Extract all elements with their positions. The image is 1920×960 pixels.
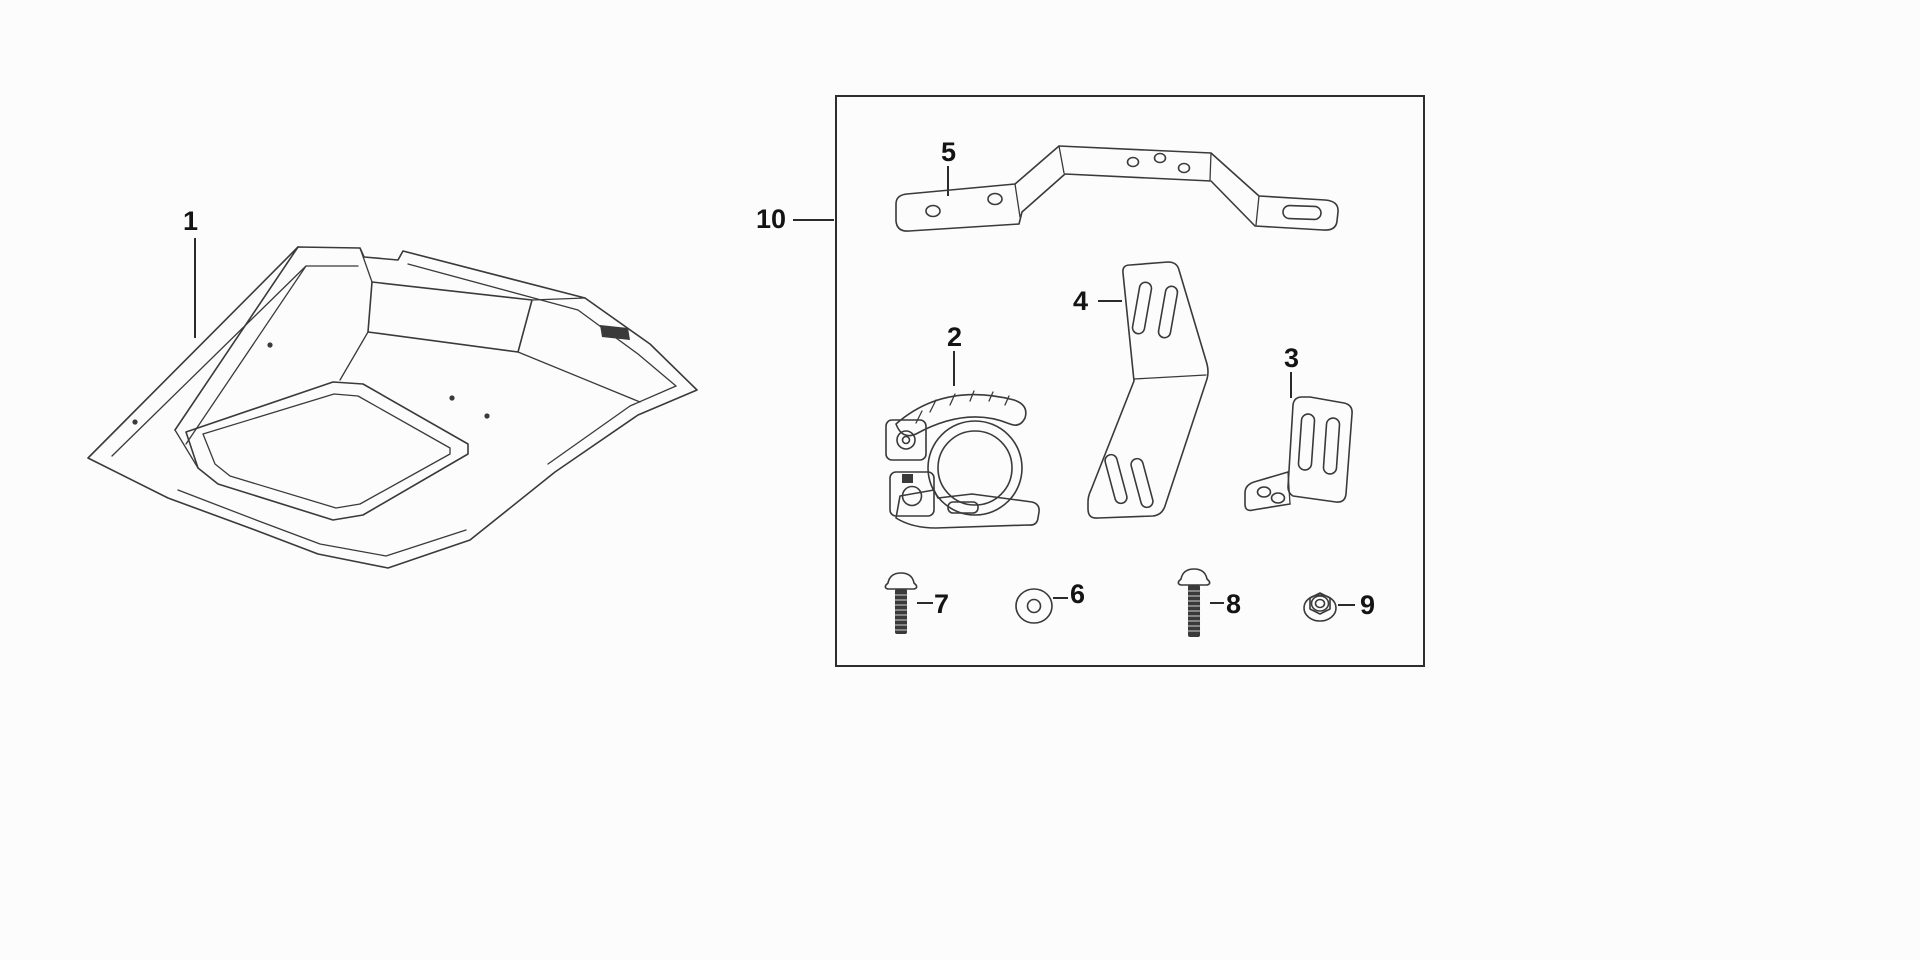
hood-drawing — [87, 246, 698, 569]
callout-label-8: 8 — [1226, 589, 1242, 619]
leader-line-part2 — [953, 351, 955, 386]
callout-label-7: 7 — [934, 589, 950, 619]
leader-line-part4 — [1098, 300, 1122, 302]
leader-line-part7 — [917, 602, 933, 604]
tall-bracket-drawing — [1087, 261, 1209, 519]
bolt-drawing-8 — [1177, 568, 1211, 637]
leader-line-part1 — [194, 238, 196, 338]
callout-label-5: 5 — [941, 137, 957, 167]
bolt-drawing-7 — [884, 572, 918, 634]
callout-label-3: 3 — [1284, 343, 1300, 373]
leader-line-part5 — [947, 166, 949, 196]
hardware-kit-box — [835, 95, 1425, 667]
nut-drawing — [1303, 592, 1337, 622]
top-bracket-drawing — [895, 145, 1339, 232]
washer-drawing — [1015, 588, 1053, 624]
leader-line-part8 — [1210, 602, 1224, 604]
callout-label-6: 6 — [1070, 579, 1086, 609]
small-bracket-drawing — [1244, 396, 1353, 512]
callout-label-10: 10 — [756, 204, 787, 234]
leader-line-kit — [793, 219, 834, 221]
callout-label-1: 1 — [183, 206, 199, 236]
callout-label-4: 4 — [1073, 286, 1089, 316]
callout-label-2: 2 — [947, 322, 963, 352]
leader-line-part9 — [1338, 604, 1355, 606]
leader-line-part3 — [1290, 372, 1292, 398]
callout-label-9: 9 — [1360, 590, 1376, 620]
clamp-drawing — [885, 390, 1040, 529]
leader-line-part6 — [1053, 597, 1068, 599]
